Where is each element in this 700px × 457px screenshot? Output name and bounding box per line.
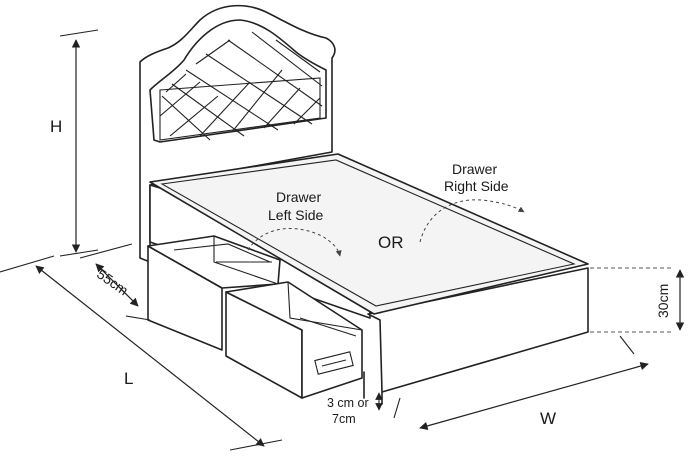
width-label: W	[540, 409, 556, 428]
height-dimension: H	[50, 29, 99, 257]
drawer-right-label-line-2: Right Side	[444, 178, 509, 194]
drawer-right-label-line-1: Drawer	[452, 161, 497, 177]
base-height-label: 30cm	[655, 284, 671, 318]
clearance-line-2: 7cm	[332, 412, 356, 426]
headboard-tufting	[159, 31, 323, 141]
drawer-left-arrow	[247, 228, 342, 257]
drawer-left-label-line-2: Left Side	[268, 207, 323, 223]
headboard	[139, 4, 336, 263]
drawer-left-label-line-1: Drawer	[276, 189, 321, 205]
or-label: OR	[378, 233, 404, 252]
height-label: H	[50, 117, 62, 136]
clearance-line-1: 3 cm or	[327, 396, 369, 410]
length-dimension: L	[0, 255, 283, 451]
length-label: L	[124, 369, 133, 388]
base-height-dimension: 30cm	[590, 267, 685, 333]
width-dimension: W	[393, 335, 649, 431]
clearance-dimension: 3 cm or 7cm	[327, 392, 383, 426]
